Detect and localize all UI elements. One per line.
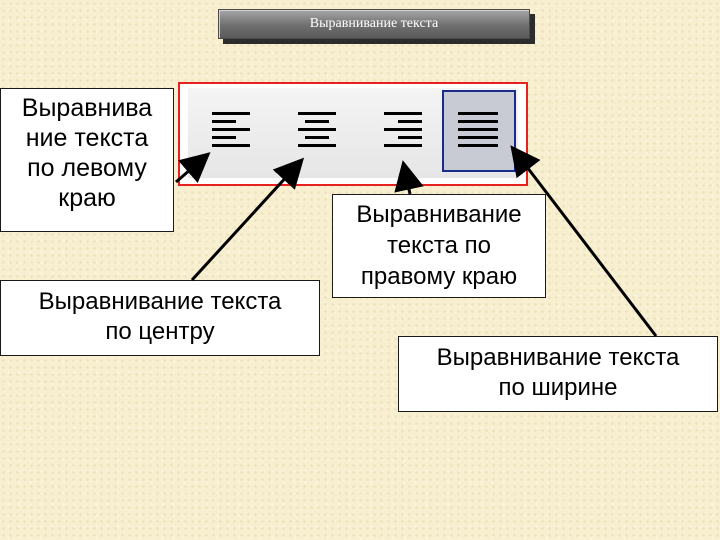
alignment-toolbar-frame xyxy=(178,82,528,186)
align-center-icon xyxy=(298,112,336,147)
callout-line: Выравнивание текста xyxy=(436,344,680,371)
callout-line: ние текста xyxy=(25,124,149,152)
callout-line: Выравнива xyxy=(21,94,153,122)
callout-align-right: Выравнивание текста по правому краю xyxy=(332,194,546,298)
callout-line: краю xyxy=(58,184,116,212)
callout-line: по ширине xyxy=(498,374,618,401)
align-center-button[interactable] xyxy=(280,90,354,172)
align-left-button[interactable] xyxy=(198,90,272,172)
callout-line: текста по xyxy=(387,232,491,259)
alignment-toolbar xyxy=(188,88,518,178)
arrow-to-align-center xyxy=(190,157,305,282)
arrow-to-align-right xyxy=(394,160,424,195)
align-justify-icon xyxy=(458,112,498,147)
callout-line: правому краю xyxy=(360,263,518,290)
callout-align-justify: Выравнивание текста по ширине xyxy=(398,336,718,412)
align-right-button[interactable] xyxy=(362,90,436,172)
callout-align-left: Выравнива ние текста по левому краю xyxy=(0,88,174,232)
align-left-icon xyxy=(212,112,250,147)
callout-line: Выравнивание текста xyxy=(38,288,282,315)
slide-title: Выравнивание текста xyxy=(218,9,530,39)
align-justify-button[interactable] xyxy=(442,90,516,172)
arrow-to-align-left xyxy=(175,152,211,184)
callout-line: по центру xyxy=(105,318,215,345)
arrow-to-align-justify xyxy=(510,145,658,337)
align-right-icon xyxy=(384,112,422,147)
callout-line: Выравнивание xyxy=(356,201,522,228)
callout-line: по левому xyxy=(27,154,147,182)
callout-align-center: Выравнивание текста по центру xyxy=(0,280,320,356)
